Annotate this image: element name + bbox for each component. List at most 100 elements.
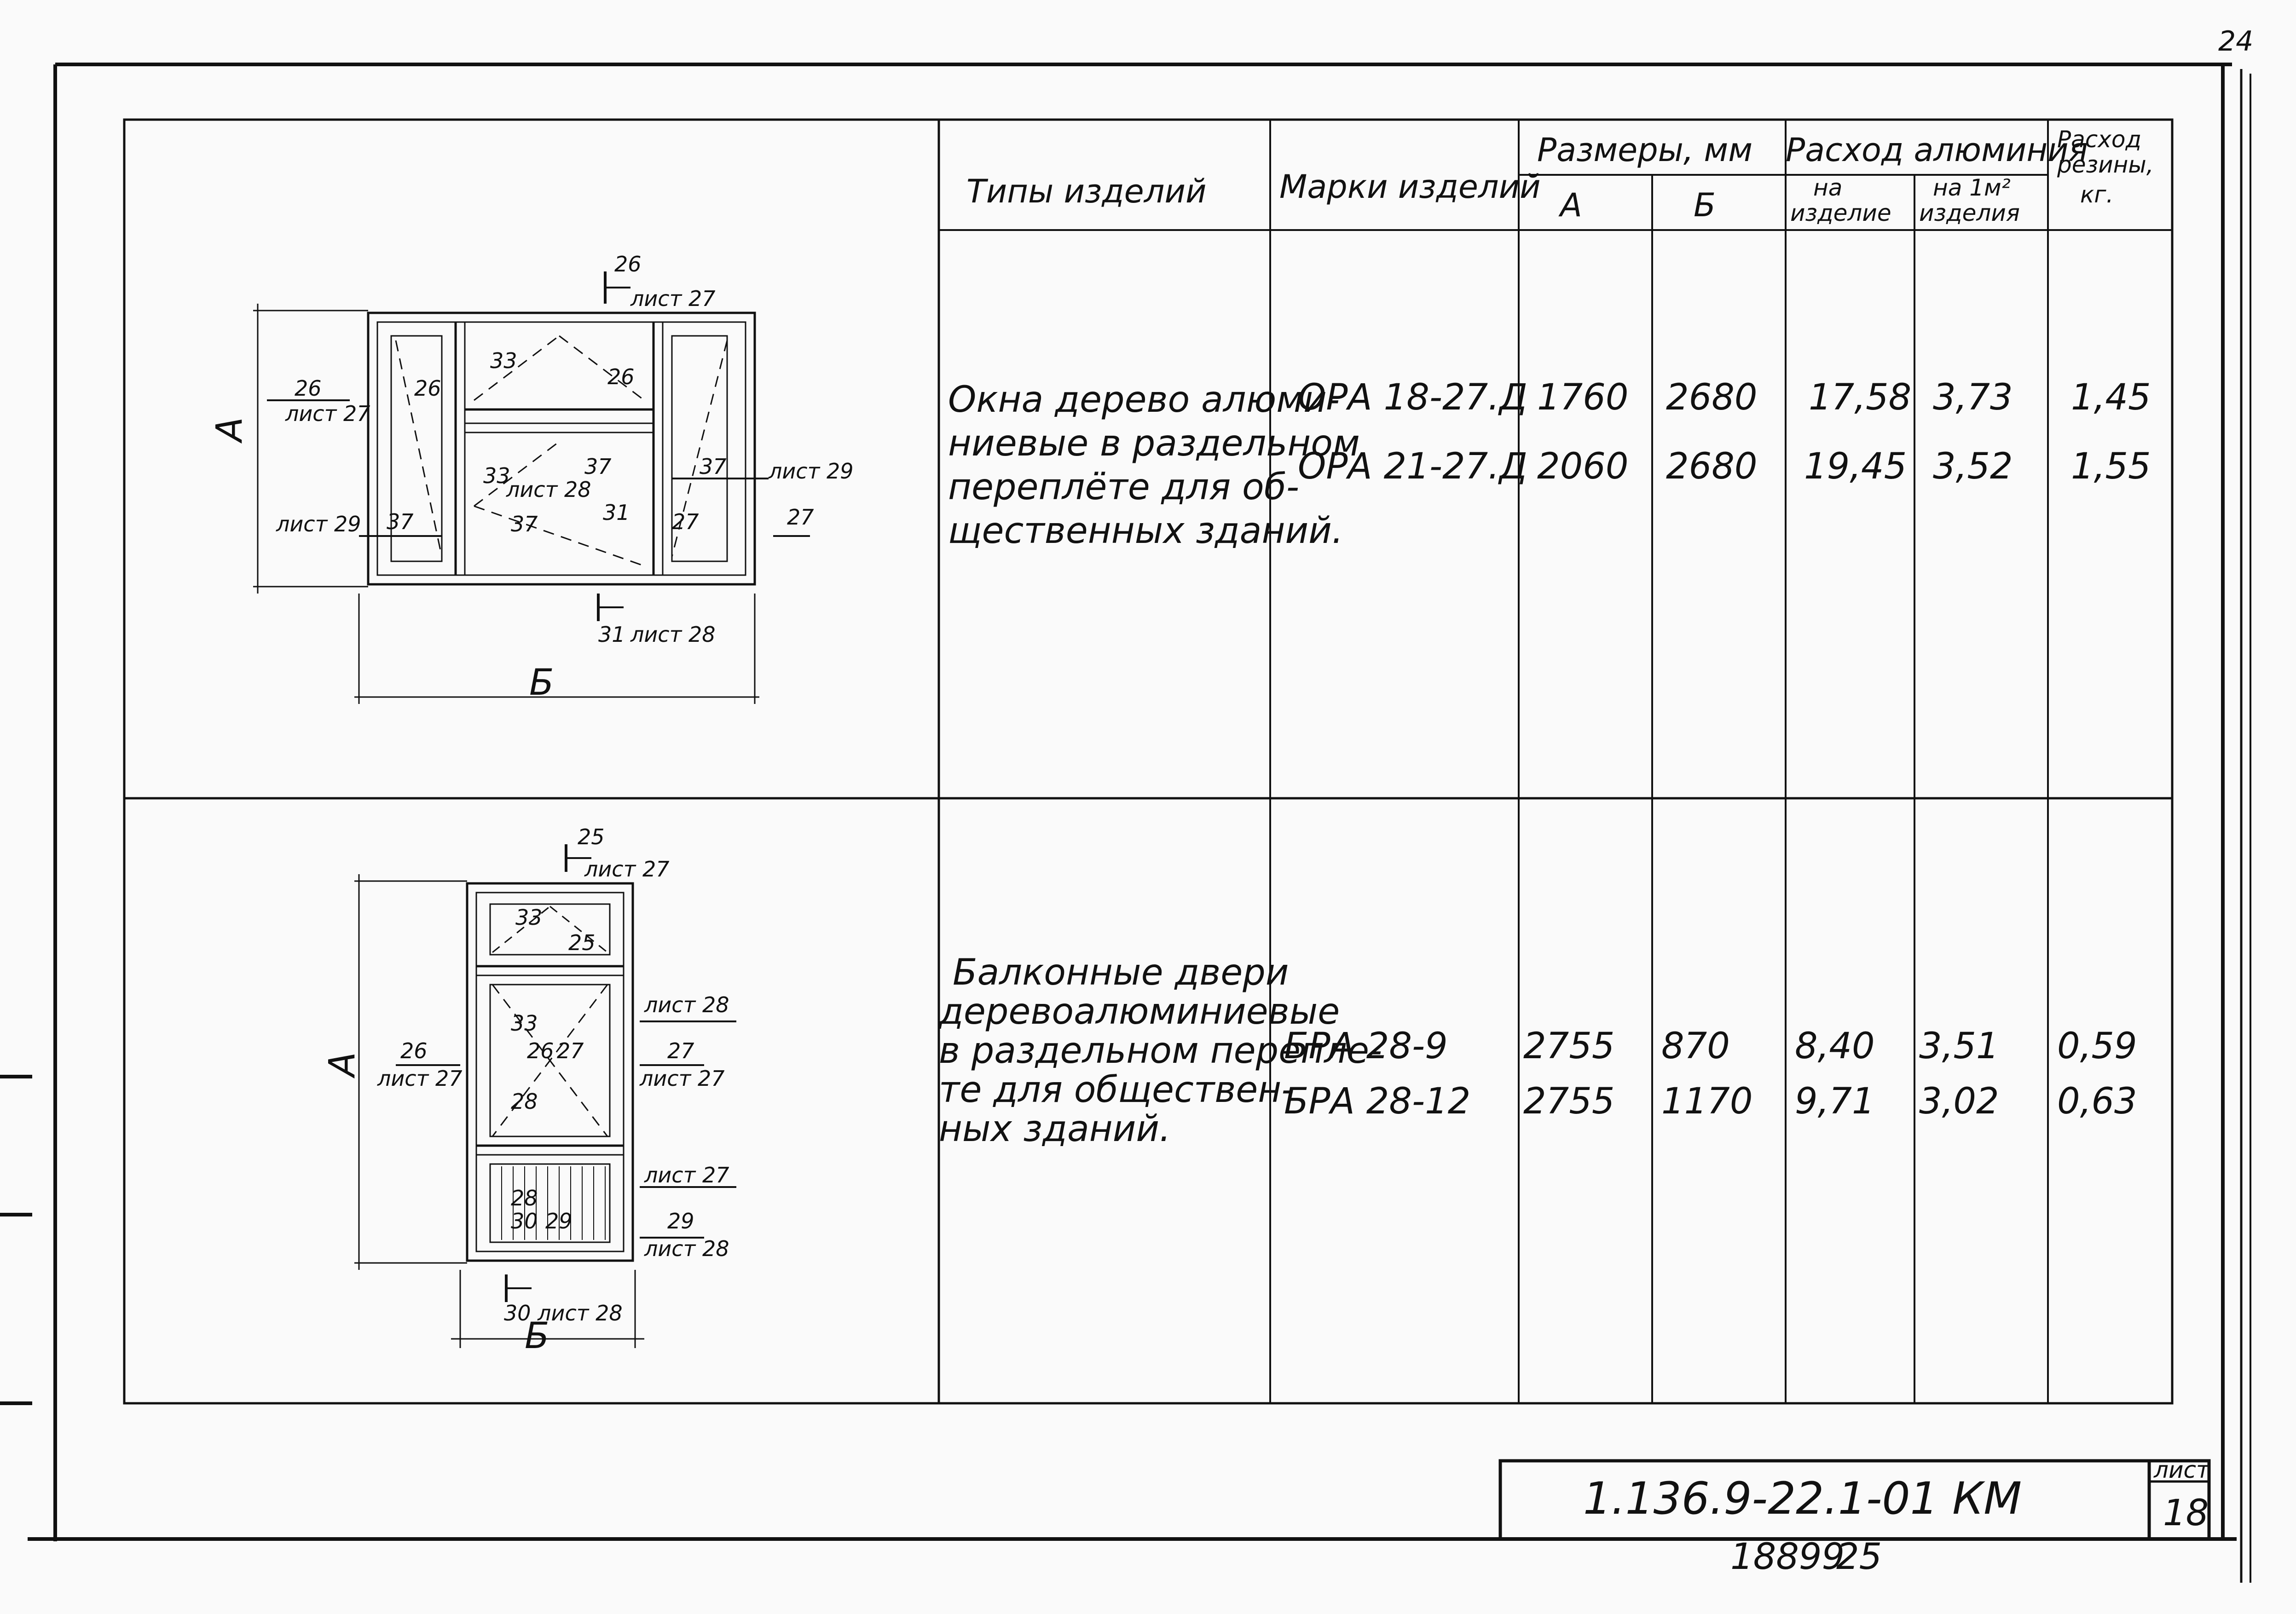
section-callout: 31 xyxy=(598,622,625,647)
section-callout: лист 27 xyxy=(639,1066,725,1091)
type-line: щественных зданий. xyxy=(948,510,1343,552)
section-callout: лист 28 xyxy=(644,992,729,1017)
section-callout: лист 27 xyxy=(377,1066,463,1091)
mark-cell: ОРА 21-27.Д xyxy=(1298,446,1527,487)
section-callout: лист 28 xyxy=(506,477,591,502)
section-callout: 27 xyxy=(672,509,699,534)
section-callout: 37 xyxy=(511,512,538,536)
header-rubber-1: Расход xyxy=(2057,126,2141,153)
section-callout: 37 xyxy=(584,454,612,479)
section-callout: 33 xyxy=(515,905,543,930)
header-types: Типы изделий xyxy=(966,173,1206,210)
header-alu-item-2: изделие xyxy=(1790,200,1891,226)
section-callout: 27 xyxy=(667,1038,694,1063)
section-callout: 31 xyxy=(603,500,630,525)
row-windows: Окна дерево алюми- ниевые в раздельном п… xyxy=(948,377,2151,552)
section-callout: 25 xyxy=(578,824,605,849)
header-marks: Марки изделий xyxy=(1279,168,1541,206)
type-line: те для обществен- xyxy=(939,1069,1294,1111)
section-callout: 28 xyxy=(511,1089,538,1114)
section-callout: 33 xyxy=(511,1011,538,1036)
archive-suffix: 25 xyxy=(1836,1536,1882,1578)
type-line: переплёте для об- xyxy=(948,467,1299,508)
header-size-b: Б xyxy=(1694,186,1716,224)
dimension-a: А xyxy=(209,417,250,444)
size-a-cell: 1760 xyxy=(1537,377,1629,418)
sheet-frame xyxy=(0,63,2251,1583)
section-callout: 33 xyxy=(483,463,510,488)
section-callout: 25 xyxy=(568,930,596,955)
alu-item-cell: 19,45 xyxy=(1804,446,1907,487)
size-b-cell: 2680 xyxy=(1666,377,1758,418)
archive-number: 18899 xyxy=(1730,1536,1845,1578)
section-callout: лист 28 xyxy=(644,1236,729,1261)
section-callout: лист 29 xyxy=(276,512,361,536)
section-callout: 29 xyxy=(545,1209,573,1234)
sheet-label: лист xyxy=(2153,1457,2210,1483)
rubber-cell: 1,55 xyxy=(2071,446,2151,487)
mark-cell: БРА 28-12 xyxy=(1284,1081,1470,1122)
door-elevation-drawing: А Б 25 лист 27 33 25 лист 28 33 26 27 26… xyxy=(322,824,736,1357)
size-b-cell: 2680 xyxy=(1666,446,1758,487)
alu-m2-cell: 3,02 xyxy=(1919,1081,1999,1122)
section-callout: лист 29 xyxy=(768,459,854,484)
rubber-cell: 1,45 xyxy=(2071,377,2151,418)
type-line: в раздельном перепле- xyxy=(939,1030,1382,1072)
section-callout: 26 xyxy=(527,1038,554,1063)
alu-m2-cell: 3,51 xyxy=(1919,1026,1999,1067)
section-callout: 26 xyxy=(414,376,441,401)
alu-m2-cell: 3,73 xyxy=(1933,377,2013,418)
alu-item-cell: 9,71 xyxy=(1795,1081,1875,1122)
header-sizes: Размеры, мм xyxy=(1537,131,1752,169)
row-balcony-doors: Балконные двери деревоалюминиевые в разд… xyxy=(938,952,2137,1150)
rubber-cell: 0,63 xyxy=(2057,1081,2137,1122)
section-callout: 27 xyxy=(787,505,814,530)
size-b-cell: 870 xyxy=(1661,1026,1730,1067)
alu-item-cell: 17,58 xyxy=(1809,377,1911,418)
sheet-number: 18 xyxy=(2163,1493,2209,1534)
section-callout: 30 xyxy=(511,1209,538,1234)
section-callout: 28 xyxy=(511,1186,538,1210)
header-alu-m2-1: на 1м² xyxy=(1933,174,2011,201)
dimension-b: Б xyxy=(529,662,554,703)
size-a-cell: 2755 xyxy=(1523,1081,1615,1122)
section-callout: 26 xyxy=(400,1038,428,1063)
section-callout: лист 27 xyxy=(644,1163,729,1187)
dimension-a: А xyxy=(322,1052,363,1079)
size-a-cell: 2060 xyxy=(1537,446,1629,487)
section-callout: 26 xyxy=(614,252,642,277)
header-rubber-3: кг. xyxy=(2080,181,2113,208)
section-callout: 30 лист 28 xyxy=(504,1301,623,1326)
dimension-b: Б xyxy=(525,1315,549,1357)
section-callout: 29 xyxy=(667,1209,694,1234)
table-header: Типы изделий Марки изделий Размеры, мм А… xyxy=(966,126,2154,226)
type-line: деревоалюминиевые xyxy=(938,991,1340,1032)
title-block: 1.136.9-22.1-01 КМ лист 18 18899 25 xyxy=(1498,1457,2211,1578)
alu-m2-cell: 3,52 xyxy=(1933,446,2013,487)
header-alu-m2-2: изделия xyxy=(1919,200,2020,226)
mark-cell: БРА 28-9 xyxy=(1284,1026,1448,1067)
section-callout: 37 xyxy=(700,454,727,479)
rubber-cell: 0,59 xyxy=(2057,1026,2137,1067)
type-line: ниевые в раздельном xyxy=(948,423,1360,464)
header-aluminium: Расход алюминия xyxy=(1786,131,2088,169)
section-callout: 27 xyxy=(557,1038,584,1063)
section-callout: 26 xyxy=(295,376,322,401)
header-size-a: А xyxy=(1558,186,1582,224)
header-rubber-2: резины, xyxy=(2057,151,2154,178)
size-a-cell: 2755 xyxy=(1523,1026,1615,1067)
section-callout: лист 27 xyxy=(584,857,670,882)
type-line: Балконные двери xyxy=(953,952,1289,993)
size-b-cell: 1170 xyxy=(1661,1081,1753,1122)
type-line: ных зданий. xyxy=(939,1108,1171,1150)
section-callout: лист 27 xyxy=(630,286,716,311)
section-callout: 33 xyxy=(490,348,517,373)
corner-mark: 24 xyxy=(2218,25,2253,58)
schedule-table-grid xyxy=(123,118,2174,1405)
header-alu-item-1: на xyxy=(1813,174,1842,201)
section-callout: лист 27 xyxy=(285,401,370,426)
alu-item-cell: 8,40 xyxy=(1795,1026,1875,1067)
section-callout: лист 28 xyxy=(630,622,716,647)
